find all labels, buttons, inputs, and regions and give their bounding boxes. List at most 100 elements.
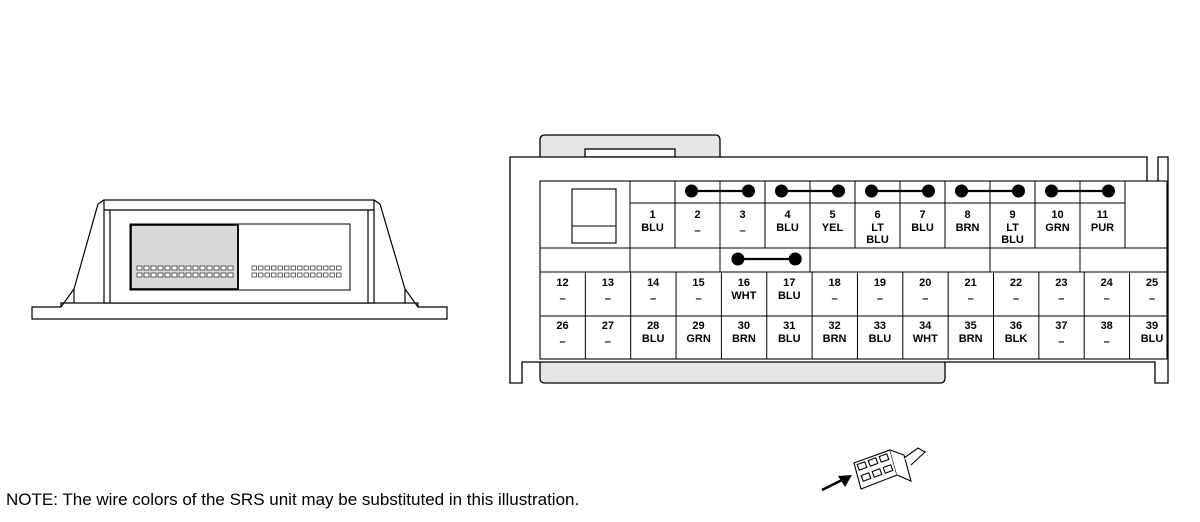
pin-number: 1: [649, 209, 655, 221]
module-pin-slot: [297, 265, 303, 271]
pin-number: 10: [1051, 209, 1063, 221]
pin-22: 22–: [1010, 277, 1022, 305]
pin-19: 19–: [874, 277, 886, 305]
pin-2: 2–: [694, 209, 700, 237]
pin-number: 37: [1055, 320, 1067, 332]
shorting-bar-4-5: [775, 184, 845, 198]
pin-number: 30: [738, 320, 750, 332]
wire-color: BLU: [1141, 333, 1164, 345]
wire-color: –: [695, 293, 701, 305]
module-pin-slot: [258, 272, 264, 278]
wire-color: BRN: [956, 222, 980, 234]
wire-color: –: [1104, 293, 1110, 305]
shorting-bar-end: [685, 184, 698, 198]
wire-color: LT: [1006, 222, 1019, 234]
shorting-bars: [685, 184, 1115, 266]
module-pin-slot: [329, 265, 335, 271]
pin-number: 27: [602, 320, 614, 332]
wire-color: –: [968, 293, 974, 305]
wire-color: –: [1013, 293, 1019, 305]
shorting-bar-end: [832, 184, 845, 198]
module-pin-slot: [143, 265, 150, 271]
module-pin-slot: [192, 272, 199, 278]
module-pin-slot: [227, 272, 234, 278]
module-pin-slot: [199, 265, 206, 271]
view-direction-arrow-icon: [821, 475, 852, 492]
module-pin-slot: [316, 272, 322, 278]
wire-color: –: [1149, 293, 1155, 305]
pin-number: 14: [647, 277, 660, 289]
module-pin-slot: [185, 272, 192, 278]
shorting-bar-end: [742, 184, 755, 198]
shorting-bar-end: [1102, 184, 1115, 198]
pin-number: 7: [919, 209, 925, 221]
wire-color: –: [922, 293, 928, 305]
module-pin-slot: [178, 272, 185, 278]
module-pin-slot: [157, 272, 164, 278]
shorting-bar-10-11: [1045, 184, 1115, 198]
pin-number: 9: [1009, 209, 1015, 221]
module-pin-slot: [277, 265, 283, 271]
pin-number: 26: [556, 320, 568, 332]
pin-number: 20: [919, 277, 931, 289]
module-pin-slot: [284, 272, 290, 278]
shorting-bar-end: [865, 184, 878, 198]
module-pin-slot: [150, 272, 157, 278]
wire-color: GRN: [686, 333, 711, 345]
wire-color: LT: [871, 222, 884, 234]
pin-number: 2: [694, 209, 700, 221]
pin-26: 26–: [556, 320, 568, 348]
wire-color: BLU: [911, 222, 934, 234]
module-pin-slot: [199, 272, 206, 278]
wire-color: BRN: [823, 333, 847, 345]
pin-number: 19: [874, 277, 886, 289]
module-pin-slot: [164, 265, 171, 271]
pin-27: 27 –: [602, 320, 614, 348]
wire-color: YEL: [822, 222, 844, 234]
module-pin-slot: [227, 265, 234, 271]
wire-color: –: [832, 293, 838, 305]
module-pin-slot: [206, 265, 213, 271]
pin-number: 33: [874, 320, 886, 332]
wire-color: –: [605, 336, 611, 348]
module-pin-slot: [284, 265, 290, 271]
pin-number: 5: [829, 209, 835, 221]
module-pin-slot: [264, 265, 270, 271]
pin-number: 29: [692, 320, 704, 332]
pin-38: 38–: [1101, 320, 1113, 348]
wire-color: –: [605, 293, 611, 305]
module-pin-slot: [336, 265, 342, 271]
wire-color: BLU: [778, 333, 801, 345]
wire-color: –: [650, 293, 656, 305]
module-pin-slot: [323, 272, 329, 278]
pin-number: 23: [1055, 277, 1067, 289]
pin-18: 18–: [828, 277, 840, 305]
module-pin-slot: [303, 265, 309, 271]
pin-3: 3–: [739, 209, 745, 237]
wire-color: BLU: [1001, 234, 1024, 246]
shorting-bar-end: [955, 184, 968, 198]
note-text: NOTE: The wire colors of the SRS unit ma…: [6, 490, 580, 509]
wire-color: BLU: [641, 222, 664, 234]
wire-color: BLU: [642, 333, 665, 345]
shorting-bar-16-17: [731, 252, 802, 266]
wire-color: BLU: [866, 234, 889, 246]
wire-color: –: [739, 225, 745, 237]
module-pin-slot: [150, 265, 157, 271]
wire-color: WHT: [731, 290, 756, 302]
shorting-bar-end: [1045, 184, 1058, 198]
module-pin-slot: [206, 272, 213, 278]
pin-21: 21–: [965, 277, 977, 305]
pin-number: 32: [828, 320, 840, 332]
module-pin-slot: [220, 265, 227, 271]
pin-number: 35: [965, 320, 977, 332]
